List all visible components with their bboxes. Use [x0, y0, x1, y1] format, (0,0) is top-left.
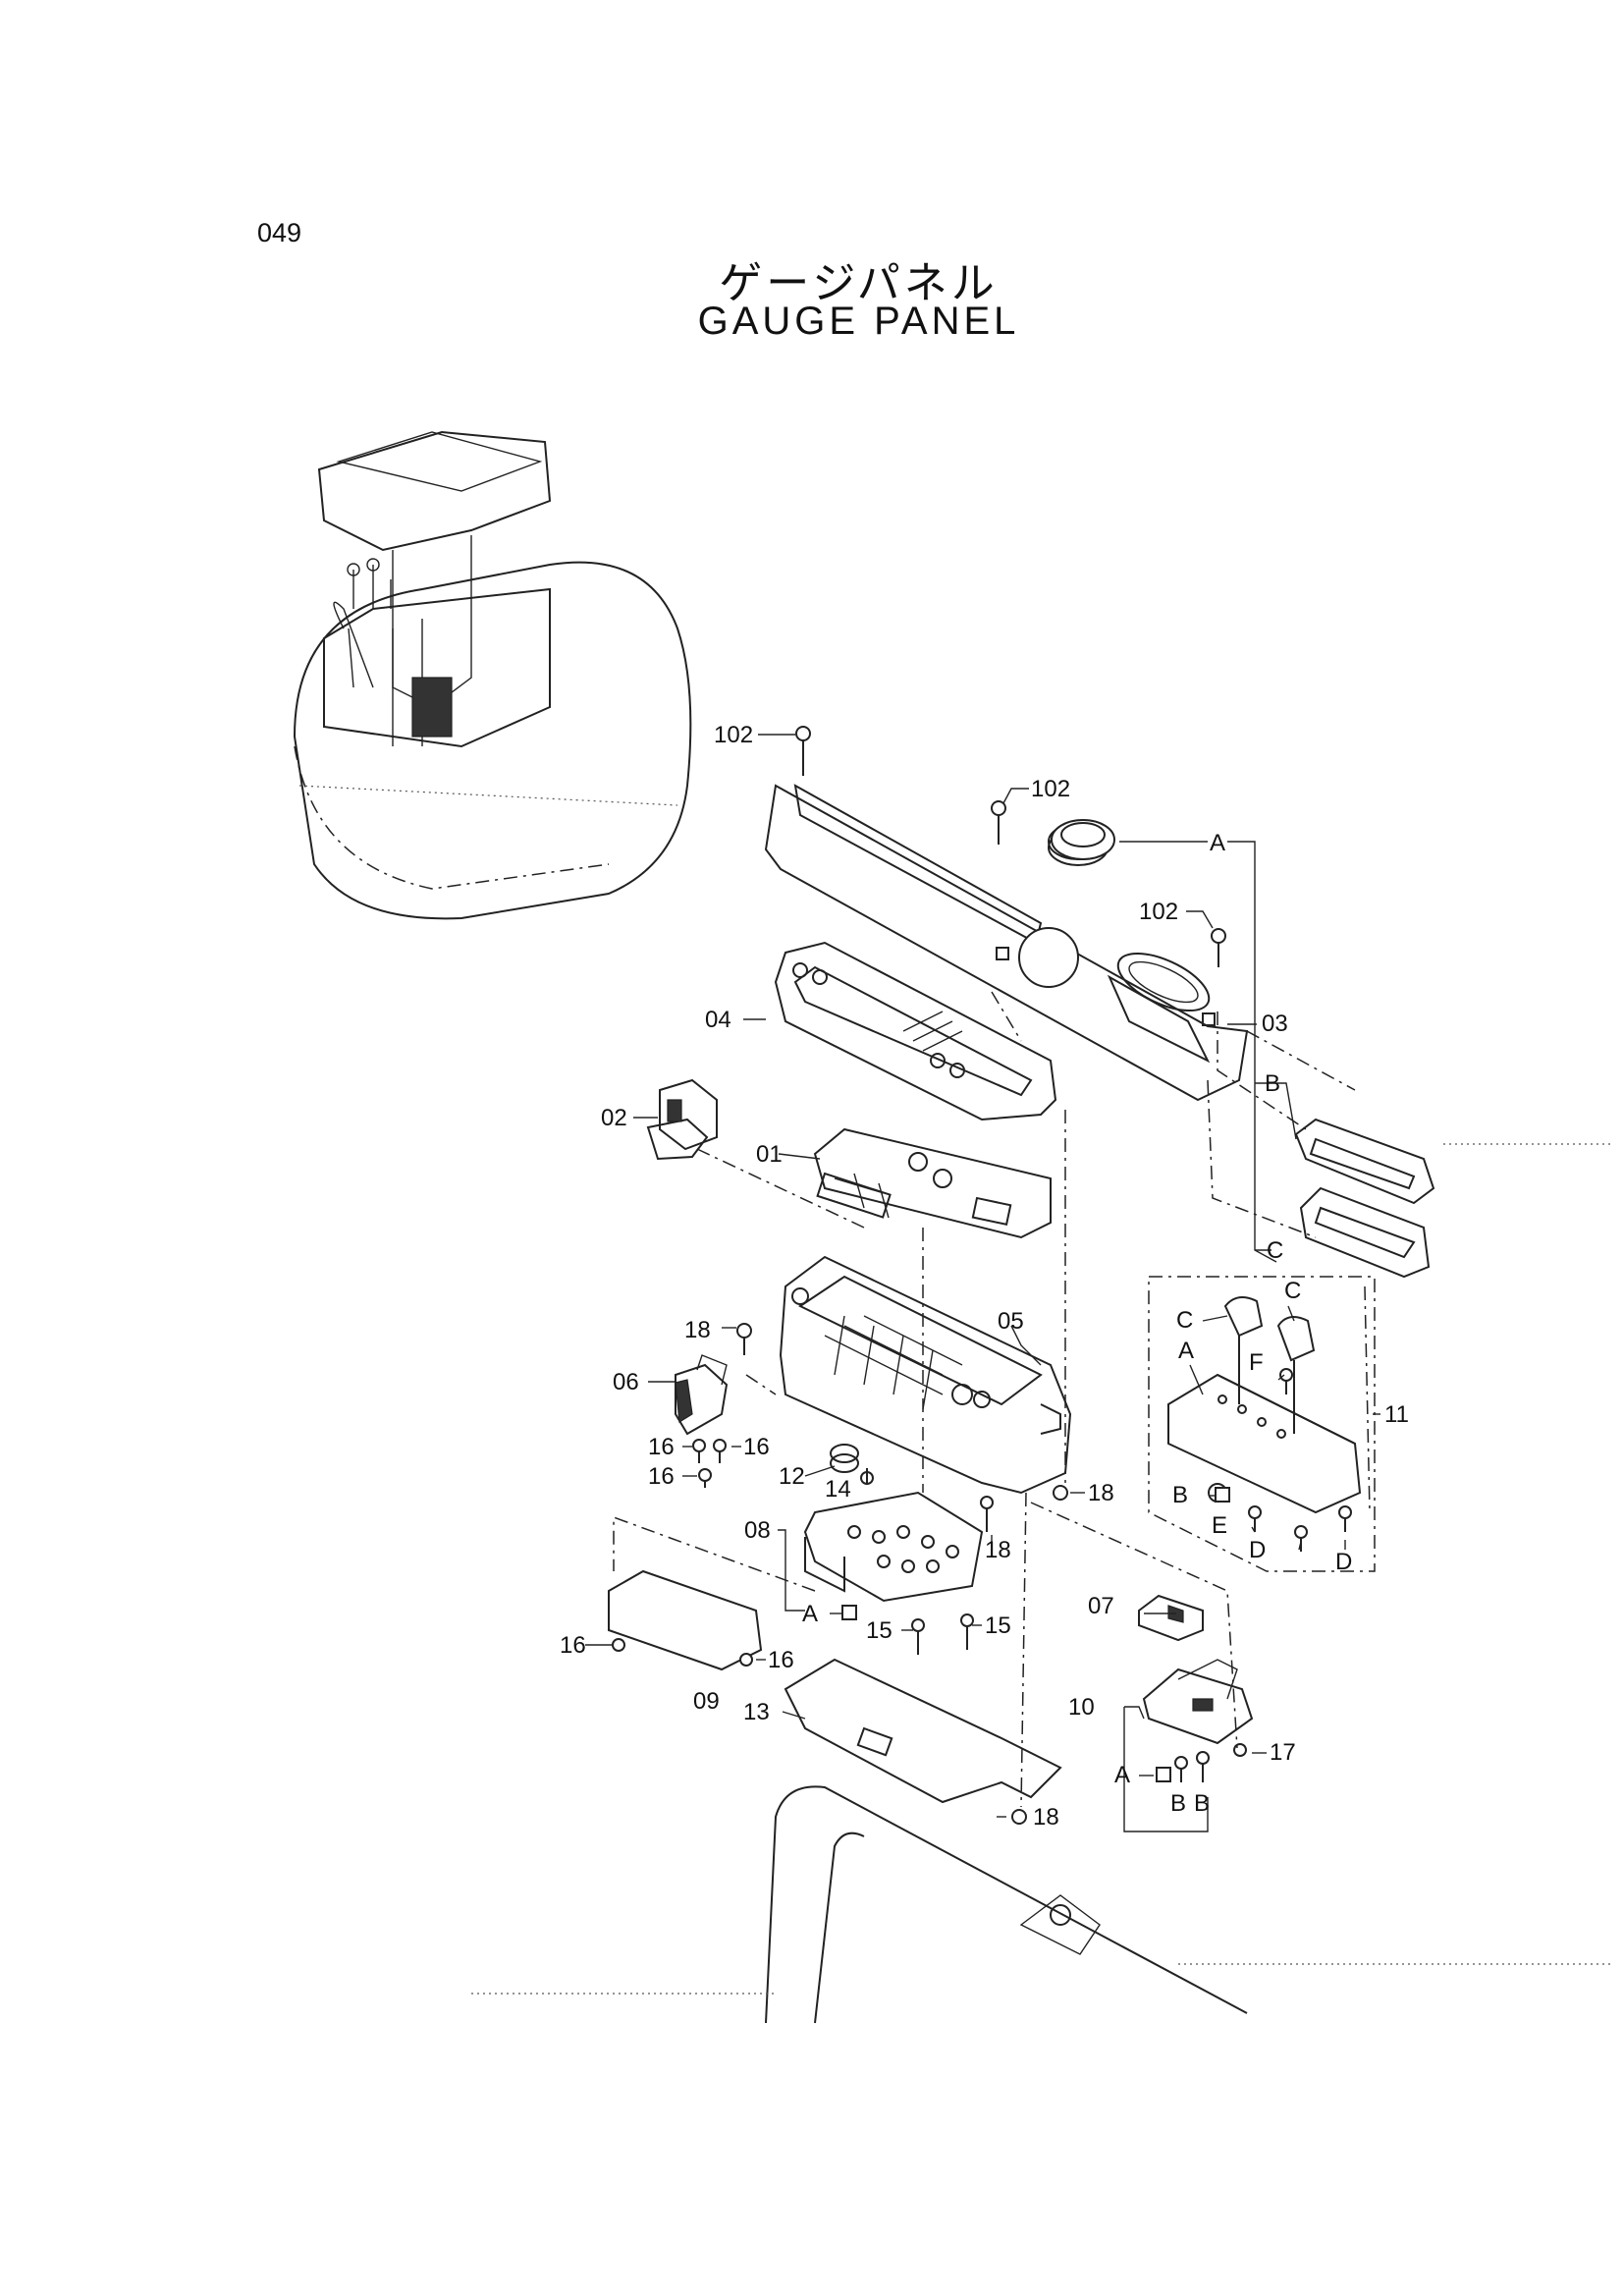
label-a-10: A: [1114, 1762, 1130, 1788]
label-12: 12: [779, 1463, 805, 1490]
bolt-18a: [736, 1323, 752, 1355]
title-english: GAUGE PANEL: [697, 300, 1020, 343]
bolt-D1: [1294, 1525, 1308, 1552]
part-04-gauge-case: [774, 941, 1057, 1121]
label-06: 06: [613, 1369, 639, 1395]
title-japanese: ゲージパネル: [719, 258, 999, 308]
bolt-15a: [911, 1618, 925, 1655]
bolts: [612, 726, 1352, 1825]
part-cover-b: [1294, 1118, 1435, 1205]
label-c-cover: C: [1267, 1237, 1283, 1264]
bolt-B2: [1215, 1487, 1230, 1503]
bolt-16b: [713, 1439, 727, 1463]
label-18d: 18: [1033, 1804, 1059, 1831]
bolt-18b: [1053, 1485, 1068, 1501]
label-102c: 102: [1139, 899, 1178, 925]
label-01: 01: [756, 1141, 783, 1168]
label-16b: 16: [743, 1434, 770, 1460]
label-b-10b: B: [1194, 1790, 1210, 1817]
label-08: 08: [744, 1517, 771, 1544]
machine-overview-illustration: [293, 430, 692, 920]
bolt-A4: [1156, 1767, 1171, 1782]
bolt-17: [1233, 1743, 1247, 1757]
label-14: 14: [825, 1476, 851, 1503]
assembly-lines: [613, 991, 1371, 1808]
part-02-buzzer: [646, 1078, 718, 1161]
label-16d: 16: [560, 1632, 586, 1659]
bolt-E: [1248, 1505, 1262, 1532]
label-18c: 18: [985, 1537, 1011, 1563]
part-11-switch-group: [1148, 1276, 1376, 1572]
bolt-16a: [692, 1439, 706, 1463]
label-16e: 16: [768, 1647, 794, 1673]
label-b-switch: B: [1172, 1482, 1188, 1508]
label-15a: 15: [866, 1617, 893, 1644]
part-08-circuit-board: [803, 1491, 984, 1603]
bolt-15b: [960, 1613, 974, 1650]
label-c-knob-1: C: [1284, 1278, 1301, 1304]
label-03: 03: [1262, 1011, 1288, 1037]
seal-ring: [1051, 819, 1115, 860]
label-b-10a: B: [1170, 1790, 1186, 1817]
label-04: 04: [705, 1007, 731, 1033]
label-18b: 18: [1088, 1480, 1114, 1506]
label-102b: 102: [1031, 776, 1070, 802]
label-a-switch: A: [1178, 1338, 1194, 1364]
bolt-14: [860, 1468, 874, 1485]
bolt-102c: [1211, 928, 1226, 967]
bottom-frame-outline: [471, 1143, 1610, 2024]
label-10: 10: [1068, 1694, 1095, 1721]
bolt-D2: [1338, 1505, 1352, 1532]
bolt-16d: [612, 1638, 625, 1652]
label-f: F: [1249, 1349, 1264, 1376]
label-a-pcb: A: [802, 1601, 818, 1627]
label-16c: 16: [648, 1463, 675, 1490]
label-15b: 15: [985, 1613, 1011, 1639]
part-07-connector: [1138, 1594, 1204, 1642]
label-a-top: A: [1210, 830, 1225, 856]
bolt-A1: [841, 1605, 857, 1620]
bolt-102b: [991, 800, 1006, 845]
part-03-upper-cover: [764, 784, 1249, 1102]
part-10-switch-assembly: [1142, 1659, 1254, 1745]
label-02: 02: [601, 1105, 627, 1131]
page-number: 049: [257, 218, 302, 247]
label-05: 05: [998, 1308, 1024, 1335]
label-13: 13: [743, 1699, 770, 1725]
label-18a: 18: [684, 1317, 711, 1343]
part-01-sheet: [813, 1127, 1052, 1239]
bolt-18c: [980, 1496, 994, 1532]
label-b-cover: B: [1265, 1070, 1280, 1097]
label-11: 11: [1384, 1401, 1409, 1428]
label-e: E: [1212, 1512, 1227, 1539]
label-09: 09: [693, 1688, 720, 1715]
bolt-18d: [1011, 1809, 1027, 1825]
callout-labels: 102 102 102 A 03 04 02 B 01 C C C 05 18 …: [560, 722, 1409, 1831]
part-05-lower-case: [779, 1255, 1072, 1495]
label-16a: 16: [648, 1434, 675, 1460]
bolt-B4: [1196, 1751, 1210, 1782]
bolt-102a: [795, 726, 811, 776]
label-d1: D: [1249, 1537, 1266, 1563]
label-d2: D: [1335, 1549, 1352, 1575]
part-12-grommet: [830, 1444, 859, 1473]
bolt-F: [1279, 1368, 1293, 1394]
part-06-bracket: [675, 1354, 729, 1436]
part-13-cover-plate: [784, 1658, 1062, 1804]
bolt-16e: [739, 1653, 753, 1667]
bolt-B3: [1174, 1756, 1188, 1782]
label-17: 17: [1270, 1739, 1296, 1766]
label-07: 07: [1088, 1593, 1114, 1619]
part-09-plate: [608, 1569, 763, 1671]
label-c-knob-2: C: [1176, 1307, 1193, 1334]
leader-lines: [585, 734, 1380, 1832]
bolt-16c: [698, 1468, 712, 1488]
label-102a: 102: [714, 722, 753, 748]
part-cover-c: [1299, 1186, 1431, 1279]
